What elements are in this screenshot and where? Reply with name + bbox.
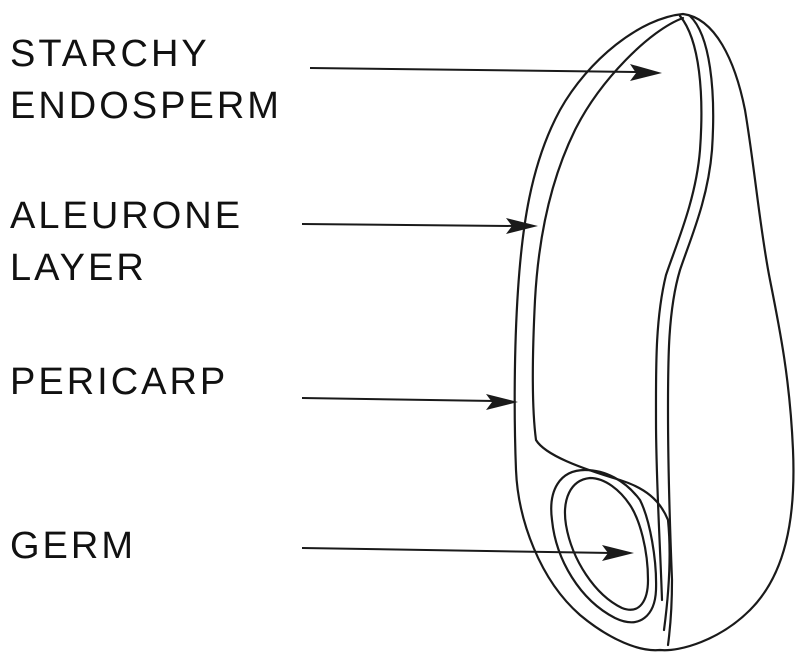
- endosperm-seam-outer: [656, 16, 701, 600]
- aleurone-layer-label-line-1: ALEURONE: [10, 190, 243, 242]
- aleurone-layer-leader: [302, 224, 515, 226]
- starchy-endosperm-label-line-2: ENDOSPERM: [10, 80, 282, 132]
- germ-label-line-1: GERM: [10, 520, 136, 572]
- starchy-endosperm-label-line-1: STARCHY: [10, 28, 282, 80]
- starchy-endosperm-label: STARCHY ENDOSPERM: [10, 28, 282, 132]
- aleurone-layer-label: ALEURONE LAYER: [10, 190, 243, 294]
- germ-label: GERM: [10, 520, 136, 572]
- pericarp-leader: [302, 398, 495, 401]
- pericarp-label: PERICARP: [10, 356, 228, 408]
- pericarp-arrowhead: [486, 394, 518, 410]
- pericarp-label-line-1: PERICARP: [10, 356, 228, 408]
- germ-leader: [302, 548, 612, 553]
- aleurone-layer-label-line-2: LAYER: [10, 242, 243, 294]
- endosperm-inner-seam: [668, 16, 713, 645]
- germ-inner-outline: [565, 478, 648, 610]
